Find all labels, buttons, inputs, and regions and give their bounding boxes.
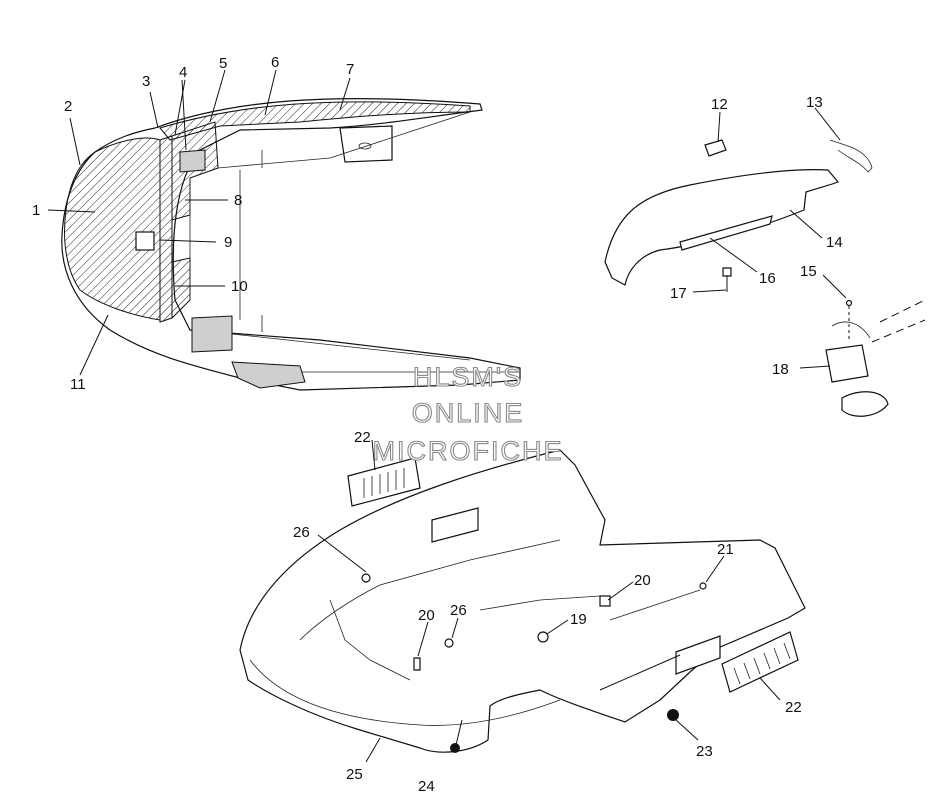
leader-lines	[47, 69, 847, 763]
callout-17: 17	[670, 285, 687, 302]
watermark: HLSM'S ONLINE MICROFICHE	[372, 361, 564, 466]
hood-assembly	[61, 98, 521, 391]
callout-18: 18	[772, 361, 789, 378]
callout-20a: 20	[418, 607, 435, 624]
callout-6: 6	[271, 54, 279, 71]
callout-8: 8	[234, 192, 242, 209]
callout-11: 11	[70, 376, 86, 393]
callout-12: 12	[711, 96, 728, 113]
louver-right	[721, 631, 799, 693]
callout-1: 1	[32, 202, 40, 219]
watermark-line-1: HLSM'S	[413, 362, 523, 392]
fender-assembly	[604, 139, 926, 417]
callout-4: 4	[179, 64, 187, 81]
callout-26b: 26	[450, 602, 467, 619]
callout-10: 10	[231, 278, 248, 295]
callout-5: 5	[219, 55, 227, 72]
callout-13: 13	[806, 94, 823, 111]
callout-26a: 26	[293, 524, 310, 541]
callout-24: 24	[418, 778, 435, 795]
callout-19: 19	[570, 611, 587, 628]
callout-labels: 1 2 3 4 5 6 7 8 9 10 11 12 13 14 15 16 1…	[32, 54, 843, 795]
callout-25: 25	[346, 766, 363, 783]
louver-top	[347, 457, 421, 507]
callout-22b: 22	[785, 699, 802, 716]
callout-22a: 22	[354, 429, 371, 446]
callout-21: 21	[717, 541, 734, 558]
watermark-line-3: MICROFICHE	[373, 436, 564, 466]
callout-14: 14	[826, 234, 843, 251]
belly-pan-assembly	[239, 449, 806, 753]
callout-15: 15	[800, 263, 817, 280]
callout-16: 16	[759, 270, 776, 287]
watermark-line-2: ONLINE	[412, 398, 525, 428]
callout-7: 7	[346, 61, 354, 78]
callout-2: 2	[64, 98, 72, 115]
callout-20b: 20	[634, 572, 651, 589]
callout-9: 9	[224, 234, 232, 251]
callout-3: 3	[142, 73, 150, 90]
callout-23: 23	[696, 743, 713, 760]
